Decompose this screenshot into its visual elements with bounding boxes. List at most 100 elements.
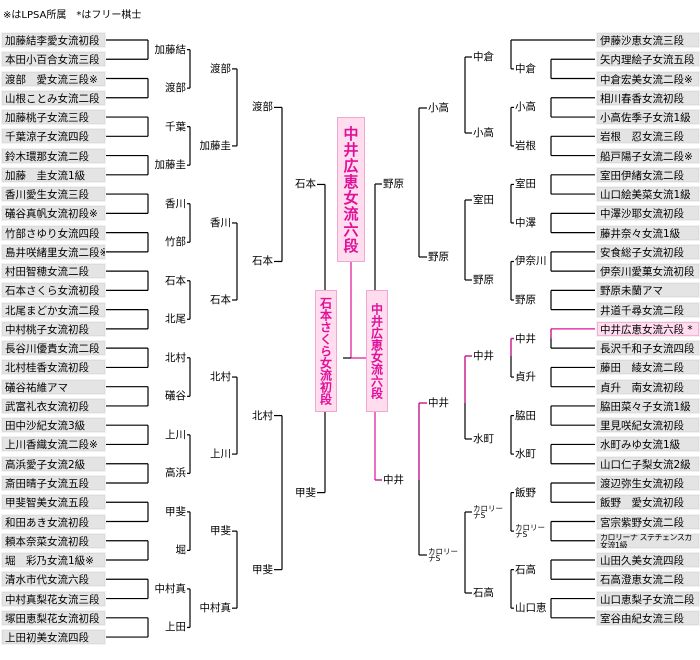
round-winner-right: 小高 (515, 101, 536, 114)
round-winner-right: 中倉 (473, 51, 494, 63)
round-winner-left: 渡部 (210, 62, 231, 75)
player-box-right: 中澤沙耶女流初段 (596, 205, 700, 222)
champion-box: 中井広恵女流六段 (337, 117, 365, 262)
player-box-right: 安食総子女流初段 (596, 243, 700, 260)
player-box-right: 船戸陽子女流二段※ (596, 147, 700, 164)
player-box-left: 渡部 愛女流三段※ (1, 70, 106, 87)
round-winner-left: 甲斐 (295, 486, 316, 499)
round-winner-right: 小高 (473, 127, 494, 139)
player-box-left: 礒谷真帆女流初段※ (1, 205, 106, 222)
player-box-left: 中村真梨花女流三段 (1, 590, 106, 607)
player-box-right: 藤田 綾女流二段 (596, 359, 700, 376)
player-box-right: 藤井奈々女流1級 (596, 224, 700, 241)
round-winner-right: 野原 (428, 251, 449, 263)
player-box-left: 石本さくら女流初段 (1, 282, 106, 299)
round-winner-left: 上田 (165, 621, 186, 634)
player-box-left: 鈴木環那女流二段 (1, 147, 106, 164)
player-box-right: 井道千尋女流二段 (596, 301, 700, 318)
player-box-left: 長谷川優貴女流二段 (1, 340, 106, 357)
round-winner-right: 山口恵 (515, 602, 547, 615)
round-winner-left: 加藤結 (154, 43, 187, 56)
player-box-left: 高浜愛子女流2級 (1, 455, 106, 472)
player-box-left: 加藤結李愛女流初段 (1, 32, 106, 48)
round-winner-right: カロリーナS (473, 504, 503, 520)
round-winner-left: 甲斐 (252, 563, 273, 576)
player-box-left: 頼本奈菜女流初段 (1, 532, 106, 549)
round-winner-right: 小高 (428, 102, 449, 114)
round-winner-left: 石本 (295, 178, 316, 191)
round-winner-right: 水町 (473, 433, 494, 445)
round-winner-left: 北村 (165, 351, 186, 364)
player-box-left: 加藤桃子女流三段 (1, 109, 106, 126)
player-box-left: 村田智穂女流二段 (1, 263, 106, 280)
player-box-left: 島井咲緒里女流二段※ (1, 243, 106, 260)
round-winner-left: 石本 (252, 255, 273, 268)
round-winner-left: 竹部 (165, 236, 186, 249)
player-box-right: 伊藤沙恵女流三段 (596, 32, 700, 48)
round-winner-right: 水町 (515, 448, 536, 461)
player-box-left: 塚田恵梨花女流初段 (1, 609, 106, 626)
round-winner-left: 加藤圭 (154, 159, 187, 172)
player-box-right: 石高澄恵女流二段 (596, 571, 700, 588)
round-winner-left: 石本 (210, 294, 231, 306)
player-box-right: 宮宗紫野女流二段 (596, 513, 700, 530)
player-box-right: 中倉宏美女流二段※ (596, 70, 700, 87)
round-winner-right: 中澤 (515, 216, 536, 229)
player-box-right: 岩根 忍女流三段 (596, 128, 700, 145)
player-box-right: 山口仁子梨女流2級 (596, 455, 700, 472)
player-box-right: 水町みゆ女流1級 (596, 436, 700, 453)
round-winner-left: 千葉 (165, 120, 186, 133)
round-winner-left: 石本 (165, 274, 186, 287)
round-winner-right: 野原 (515, 294, 536, 306)
player-box-left: 北村桂香女流初段 (1, 359, 106, 376)
round-winner-right: 伊奈川 (515, 255, 547, 268)
player-box-left: 武富礼衣女流初段 (1, 397, 106, 414)
round-winner-right: 石高 (473, 587, 494, 599)
round-winner-left: 北村 (252, 409, 273, 422)
round-winner-right: 中井 (473, 350, 494, 362)
player-box-right: カロリーナ ステチェンスカ 女流1級 (596, 532, 700, 549)
player-box-left: 竹部さゆり女流四段 (1, 224, 106, 241)
right-finalist-box: 中井広恵女流六段 (366, 290, 388, 412)
player-box-right: 脇田菜々子女流1級 (596, 397, 700, 414)
round-winner-right: 室田 (515, 178, 536, 191)
round-winner-right: 岩根 (515, 139, 536, 152)
player-box-left: 田中沙紀女流3級 (1, 417, 106, 434)
round-winner-left: 渡部 (252, 101, 273, 114)
player-box-right: 飯野 愛女流初段 (596, 494, 700, 511)
player-box-right: 長沢千和子女流四段 (596, 340, 700, 357)
player-box-left: 北尾まどか女流二段 (1, 301, 106, 318)
left-finalist-box: 石本さくら女流初段 (315, 290, 337, 412)
player-box-right: 山口恵梨子女流二段 (596, 590, 700, 607)
round-winner-left: 北尾 (165, 313, 186, 326)
round-winner-right: 中倉 (515, 62, 536, 75)
round-winner-right: 飯野 (515, 486, 536, 499)
round-winner-left: 香川 (210, 216, 231, 229)
player-box-right: 中井広恵女流六段 * (596, 320, 700, 337)
round-winner-left: 北村 (210, 371, 231, 384)
player-box-right: 矢内理絵子女流五段 (596, 51, 700, 68)
round-winner-left: 中村真 (199, 602, 232, 615)
round-winner-right: 中井 (383, 474, 404, 486)
player-box-left: 清水市代女流六段 (1, 571, 106, 588)
player-box-left: 香川愛生女流三段 (1, 186, 106, 203)
round-winner-left: 礒谷 (165, 390, 186, 403)
round-winner-left: 中村真 (154, 582, 187, 595)
round-winner-left: 甲斐 (165, 505, 186, 518)
player-box-left: 和田あき女流初段 (1, 513, 106, 530)
round-winner-left: 加藤圭 (199, 139, 232, 152)
round-winner-left: 高浜 (165, 467, 186, 480)
round-winner-right: 石高 (515, 563, 536, 576)
player-box-right: 伊奈川愛菓女流初段 (596, 263, 700, 280)
player-box-left: 甲斐智美女流五段 (1, 494, 106, 511)
player-box-right: 山田久美女流四段 (596, 552, 700, 569)
round-winner-right: 野原 (473, 274, 494, 286)
player-box-right: 相川春香女流初段 (596, 89, 700, 106)
player-box-right: 山口絵美菜女流1級 (596, 186, 700, 203)
player-box-right: 里見咲紀女流初段 (596, 417, 700, 434)
player-box-right: 野原未蘭アマ (596, 282, 700, 299)
player-box-right: 渡辺弥生女流初段 (596, 474, 700, 491)
round-winner-right: カロリーナS (515, 523, 545, 540)
legend-note: ※はLPSA所属 *はフリー棋士 (3, 10, 142, 21)
